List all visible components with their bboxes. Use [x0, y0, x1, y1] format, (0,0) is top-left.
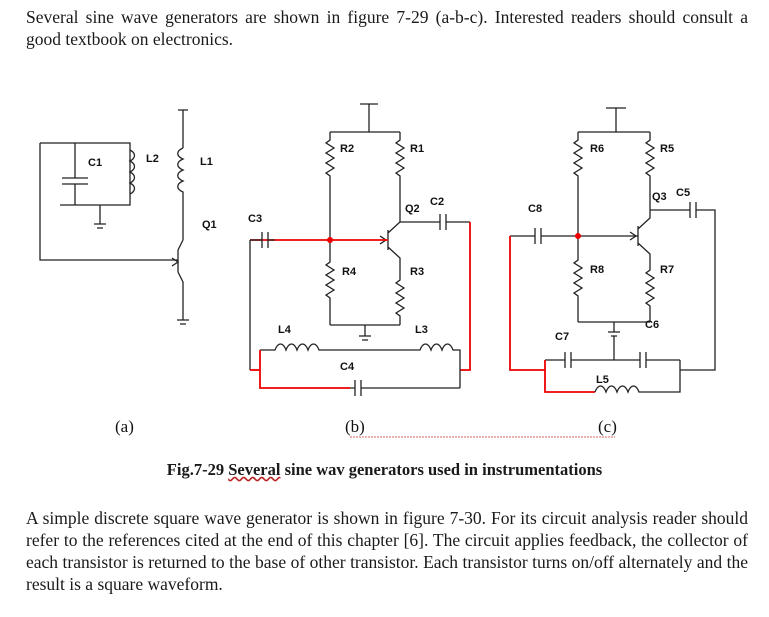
label-r5: R5: [660, 143, 674, 155]
body-paragraph: A simple discrete square wave generator …: [26, 508, 748, 594]
caption-prefix: Fig.7-29: [166, 460, 229, 479]
label-c5: C5: [676, 187, 690, 199]
label-l5: L5: [596, 374, 609, 386]
label-c6: C6: [645, 319, 659, 331]
label-q2: Q2: [405, 203, 420, 215]
subfigure-c-label: (c): [598, 417, 617, 436]
label-r1: R1: [410, 143, 424, 155]
circuit-c: R6 R5 Q3 C5 C8 R8 R7 C6 C7 L5 (c): [509, 107, 716, 436]
label-l2: L2: [146, 153, 159, 165]
label-l1: L1: [200, 156, 213, 168]
caption-suffix: sine wav generators used in instrumentat…: [280, 460, 603, 479]
junction-dot: [327, 237, 333, 243]
label-r7: R7: [660, 264, 674, 276]
label-r2: R2: [340, 143, 354, 155]
label-r6: R6: [590, 143, 604, 155]
label-r4: R4: [342, 266, 357, 278]
label-c2: C2: [430, 196, 444, 208]
circuit-figure: C1 L2 L1 Q1 (a): [39, 103, 716, 438]
label-q1: Q1: [202, 219, 217, 231]
label-q3: Q3: [652, 191, 667, 203]
intro-paragraph: Several sine wave generators are shown i…: [26, 7, 748, 49]
caption-underlined-word: Several: [228, 460, 281, 479]
circuit-b: R2 R1 Q2 C2 C3 R4 R3 L4 L3 C4 (b): [248, 103, 471, 436]
circuit-a: C1 L2 L1 Q1 (a): [39, 109, 217, 436]
label-c4: C4: [340, 361, 355, 373]
label-r8: R8: [590, 264, 604, 276]
label-r3: R3: [410, 266, 424, 278]
subfigure-b-label: (b): [345, 417, 365, 436]
label-c3: C3: [248, 213, 262, 225]
junction-dot: [575, 233, 581, 239]
label-c1: C1: [88, 157, 102, 169]
subfigure-a-label: (a): [115, 417, 134, 436]
label-l3: L3: [415, 324, 428, 336]
figure-caption: Fig.7-29 Several sine wav generators use…: [0, 460, 769, 480]
label-c8: C8: [528, 203, 542, 215]
label-c7: C7: [555, 331, 569, 343]
label-l4: L4: [278, 324, 292, 336]
